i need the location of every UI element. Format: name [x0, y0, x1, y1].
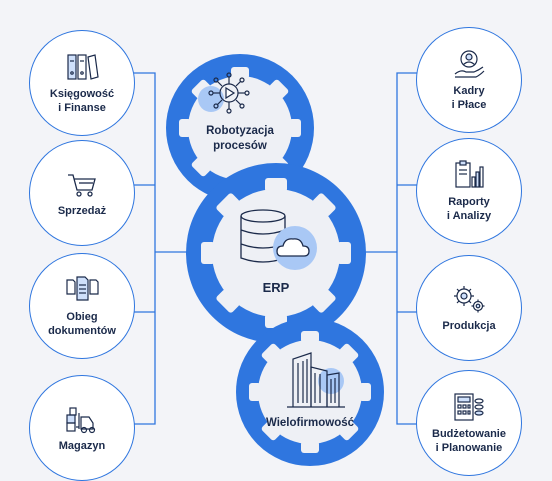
gear-tooth: [337, 242, 351, 264]
shopping-cart-icon: [68, 174, 96, 197]
module-label: Kadry i Płace: [451, 85, 487, 111]
module-budzetowanie[interactable]: Budżetowanie i Planowanie: [416, 370, 522, 476]
module-label: Obieg dokumentów: [48, 311, 116, 337]
gear-tooth: [201, 242, 215, 264]
report-chart-icon: [455, 160, 484, 188]
gear-tooth: [359, 383, 371, 401]
gear-label: Wielofirmowość: [265, 417, 355, 429]
buildings-icon: [287, 352, 345, 408]
gears-icon: [454, 286, 485, 313]
module-raporty[interactable]: Raporty i Analizy: [416, 138, 522, 244]
gear-tooth: [289, 119, 301, 137]
module-sprzedaz[interactable]: Sprzedaż: [29, 140, 135, 246]
gear-tooth: [269, 79, 289, 99]
module-label: Księgowość i Finanse: [49, 88, 115, 114]
automation-play-icon: [198, 72, 250, 114]
gear-tooth: [312, 289, 336, 313]
gear-tooth: [301, 331, 319, 343]
gear-tooth: [339, 343, 359, 363]
gear-wielofirmowosc[interactable]: Wielofirmowość: [235, 317, 385, 467]
module-kadry[interactable]: Kadry i Płace: [416, 27, 522, 133]
gear-tooth: [339, 421, 359, 441]
module-label: Produkcja: [442, 320, 496, 332]
gear-tooth: [191, 79, 211, 99]
person-hand-icon: [454, 50, 485, 78]
module-label: Raporty i Analizy: [446, 196, 492, 222]
gear-tooth: [261, 343, 281, 363]
module-magazyn[interactable]: Magazyn: [29, 375, 135, 481]
module-obieg-dokumentow[interactable]: Obieg dokumentów: [29, 253, 135, 359]
gear-tooth: [216, 193, 240, 217]
gear-tooth: [216, 289, 240, 313]
gear-tooth: [312, 193, 336, 217]
gear-tooth: [191, 157, 211, 177]
gear-shape: [186, 163, 366, 343]
calculator-icon: [454, 393, 484, 421]
gear-tooth: [261, 421, 281, 441]
gear-erp[interactable]: ERP: [185, 162, 367, 344]
forklift-icon: [66, 407, 96, 434]
binders-icon: [67, 54, 99, 80]
module-label: Sprzedaż: [57, 205, 107, 217]
module-label: Budżetowanie i Planowanie: [432, 428, 506, 454]
gear-shape: [236, 318, 384, 466]
gear-tooth: [301, 441, 319, 453]
module-produkcja[interactable]: Produkcja: [416, 255, 522, 361]
database-cloud-icon: [240, 209, 317, 270]
gear-tooth: [179, 119, 191, 137]
gear-tooth: [249, 383, 261, 401]
gear-tooth: [231, 67, 249, 79]
module-ksiegowosc[interactable]: Księgowość i Finanse: [29, 30, 135, 136]
gear-label: Robotyzacja procesów: [206, 125, 274, 152]
gear-label: ERP: [262, 280, 290, 295]
gear-tooth: [265, 178, 287, 192]
documents-icon: [66, 276, 99, 301]
module-label: Magazyn: [58, 440, 106, 452]
